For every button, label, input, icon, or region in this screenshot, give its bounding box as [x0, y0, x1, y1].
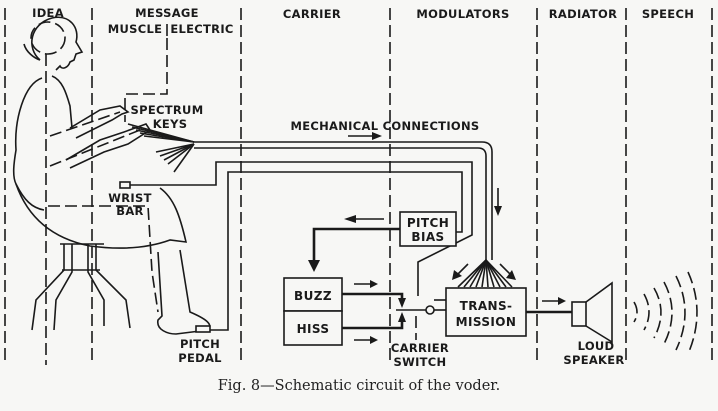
pitch-bias-to-buzz [312, 227, 400, 262]
spectrum-keys-label-1: SPECTRUM [131, 103, 204, 117]
brain-outline [30, 21, 66, 55]
key-fan [457, 259, 513, 288]
nerve-path [124, 38, 168, 122]
head-outline [31, 16, 84, 71]
column-dividers [4, 8, 713, 365]
loud-speaker-label-1: LOUD [578, 339, 615, 353]
loud-speaker-label-2: SPEAKER [563, 353, 624, 367]
carrier-switch-label-2: SWITCH [394, 355, 447, 369]
transmission-label-2: MISSION [456, 315, 517, 329]
arm-upper [69, 105, 130, 139]
mechanical-connections-label: MECHANICAL CONNECTIONS [290, 119, 479, 133]
hiss-label: HISS [297, 322, 330, 336]
wrist-bar-label-1: WRIST [108, 191, 151, 205]
buzz-output [342, 292, 404, 302]
key-rod-2 [194, 147, 487, 260]
torso-outline [12, 77, 45, 211]
heading-speech: SPEECH [642, 7, 694, 21]
spectrum-keys: SPECTRUM KEYS [127, 103, 204, 173]
pitch-pedal-label-1: PITCH [180, 337, 220, 351]
subheading-electric: ELECTRIC [170, 22, 233, 36]
subheading-muscle: MUSCLE [108, 22, 163, 36]
heading-modulators: MODULATORS [416, 7, 509, 21]
key-rod-1 [194, 141, 493, 260]
wrist-bar-label-2: BAR [116, 204, 143, 218]
pitch-pedal-block [195, 325, 211, 333]
arm-lower [65, 123, 152, 169]
transmission-box [445, 287, 527, 337]
stool [31, 244, 131, 331]
heading-idea: IDEA [32, 6, 64, 20]
spectrum-keys-label-2: KEYS [153, 117, 188, 131]
leg-outline [157, 249, 211, 335]
heading-radiator: RADIATOR [549, 7, 617, 21]
transmission-label-1: TRANS- [460, 299, 513, 313]
carrier-switch-label-1: CARRIER [391, 341, 449, 355]
hiss-box [283, 310, 343, 346]
speaker-cone [585, 281, 613, 344]
pitch-bias-label-2: BIAS [411, 230, 444, 244]
buzz-label: BUZZ [294, 289, 332, 303]
skirt-outline [15, 183, 188, 249]
pitch-bias-to-buzz-head [308, 260, 320, 272]
heading-carrier: CARRIER [283, 7, 341, 21]
wrist-bar-rod [130, 161, 473, 296]
speaker-body [571, 301, 587, 327]
wrist-bar [119, 181, 131, 189]
hiss-output [342, 318, 404, 330]
mech-arrow-head [372, 132, 382, 140]
heading-message: MESSAGE [135, 6, 199, 20]
figure-caption: Fig. 8—Schematic circuit of the voder. [217, 378, 501, 394]
pitch-bias-label-1: PITCH [407, 216, 449, 230]
down-arrow-head [494, 206, 502, 216]
operator-figure [12, 16, 211, 365]
pitch-bias-box [399, 211, 457, 247]
sound-waves [633, 271, 698, 355]
pitch-pedal-label-2: PEDAL [178, 351, 222, 365]
carrier-switch [425, 305, 435, 315]
pitch-pedal-rod [210, 171, 463, 331]
